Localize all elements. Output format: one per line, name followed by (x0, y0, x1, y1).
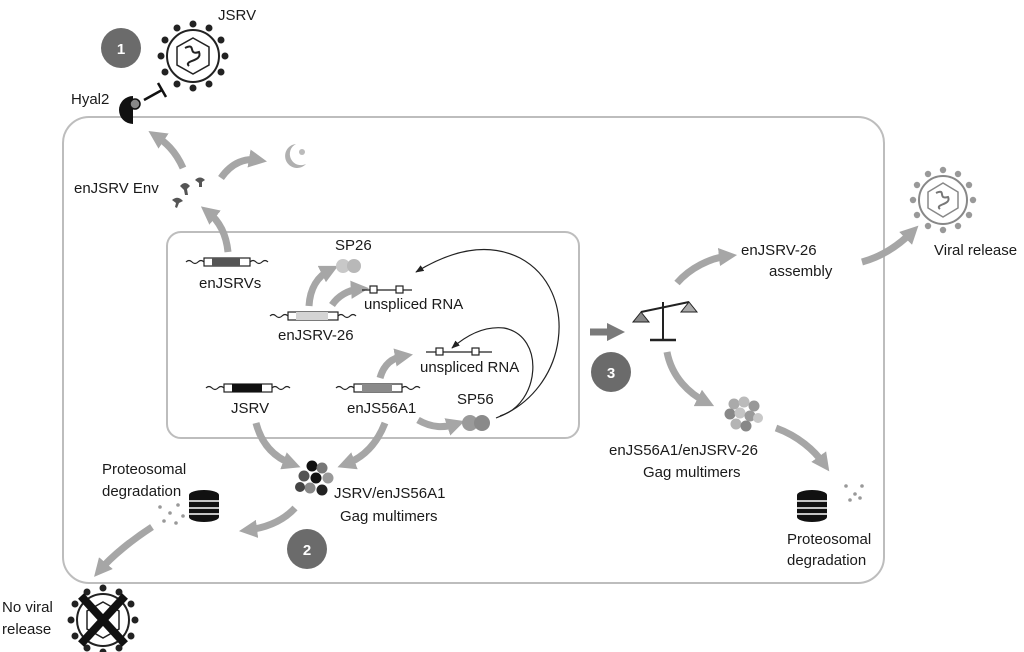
arrow-env-to-hyal2 (148, 130, 187, 170)
unspliced-rna-26-icon (362, 285, 412, 294)
peptides-left-icon (158, 503, 185, 525)
hyal2-label: Hyal2 (71, 91, 109, 108)
crossed-virion-icon (67, 584, 139, 652)
gag-right-label-2: Gag multimers (643, 464, 741, 481)
arrow-sp56-to-rna26 (415, 248, 560, 419)
gag-left-label-2: Gag multimers (340, 508, 438, 525)
svg-text:1: 1 (117, 41, 125, 58)
arrow-balance-to-assembly (674, 247, 738, 286)
arrow-enjs56a1-to-rna (376, 348, 413, 380)
arrow-enjsrv26-to-sp26 (305, 265, 339, 307)
jsrv-gene-icon (205, 383, 291, 393)
arrow-sp56-to-rna56 (451, 327, 534, 417)
proteosomal-left-label-2: degradation (102, 483, 181, 500)
enjs56a1-gene-icon (335, 383, 421, 393)
enjs56a1-enjsrv26-gag-icon (724, 396, 763, 432)
viral-release-label: Viral release (934, 242, 1017, 259)
released-env-dot (299, 149, 305, 155)
arrow-assembly-to-release (861, 225, 919, 266)
gag-left-label-1: JSRV/enJS56A1 (334, 485, 445, 502)
arrow-env-release (218, 149, 267, 181)
released-env-icon (285, 144, 306, 168)
step-3-marker: 3 (591, 352, 631, 392)
inhibition-line (143, 88, 163, 102)
jsrv-virion-icon (157, 20, 229, 92)
jsrv-virion-label: JSRV (218, 7, 256, 24)
enjs56a1-label: enJS56A1 (347, 400, 416, 417)
enjsrvs-label: enJSRVs (199, 275, 261, 292)
arrow-balance-to-gag (663, 351, 715, 407)
hyal2-receptor-icon (119, 96, 141, 124)
svg-text:2: 2 (303, 542, 311, 559)
jsrv-enjs56a1-gag-icon (295, 460, 334, 496)
arrow-enjsrv26-to-rna (329, 280, 370, 308)
proteosome-right-icon (797, 490, 827, 522)
no-viral-label-2: release (2, 621, 51, 638)
gag-right-label-1: enJS56A1/enJSRV-26 (609, 442, 758, 459)
proteosomal-right-label-1: Proteosomal (787, 531, 871, 548)
jsrv-gene-label: JSRV (231, 400, 269, 417)
released-virion-icon (909, 166, 977, 234)
enjsrv-env-label: enJSRV Env (74, 180, 159, 197)
proteosomal-right-label-2: degradation (787, 552, 866, 569)
proteosome-left-icon (189, 490, 219, 522)
env-proteins-icon (172, 177, 205, 208)
no-viral-label-1: No viral (2, 599, 53, 616)
unspliced-rna-56-icon (426, 347, 492, 356)
svg-text:3: 3 (607, 365, 615, 382)
proteosomal-left-label-1: Proteosomal (102, 461, 186, 478)
nucleus-boundary (166, 231, 580, 439)
peptides-right-icon (844, 484, 864, 502)
arrow-enjs56a1-to-gag (337, 421, 389, 470)
sp56-label: SP56 (457, 391, 494, 408)
sp56-protein-icon (462, 415, 490, 431)
sp26-protein-icon (336, 259, 361, 273)
unspliced-rna-label-2: unspliced RNA (420, 359, 519, 376)
arrow-enjs56a1-to-sp56 (416, 416, 465, 436)
unspliced-rna-label-1: unspliced RNA (364, 296, 463, 313)
enjsrv26-label: enJSRV-26 (278, 327, 354, 344)
inhibition-bar (156, 82, 168, 98)
arrow-gag-to-proteosome (238, 505, 298, 538)
arrow-enjsrvs-to-env (200, 206, 232, 253)
arrow-to-no-release (94, 524, 154, 577)
step-2-marker: 2 (287, 529, 327, 569)
sp26-label: SP26 (335, 237, 372, 254)
cell-boundary (62, 116, 885, 584)
arrow-jsrv-to-gag (252, 421, 301, 470)
assembly-label-2: assembly (769, 263, 833, 280)
arrow-gag-to-right-proteosome (774, 424, 830, 472)
enjsrvs-gene-icon (185, 257, 269, 267)
balance-scale-icon (631, 301, 699, 342)
step-1-marker: 1 (101, 28, 141, 68)
assembly-label-1: enJSRV-26 (741, 242, 817, 259)
enjsrv26-gene-icon (269, 311, 357, 321)
